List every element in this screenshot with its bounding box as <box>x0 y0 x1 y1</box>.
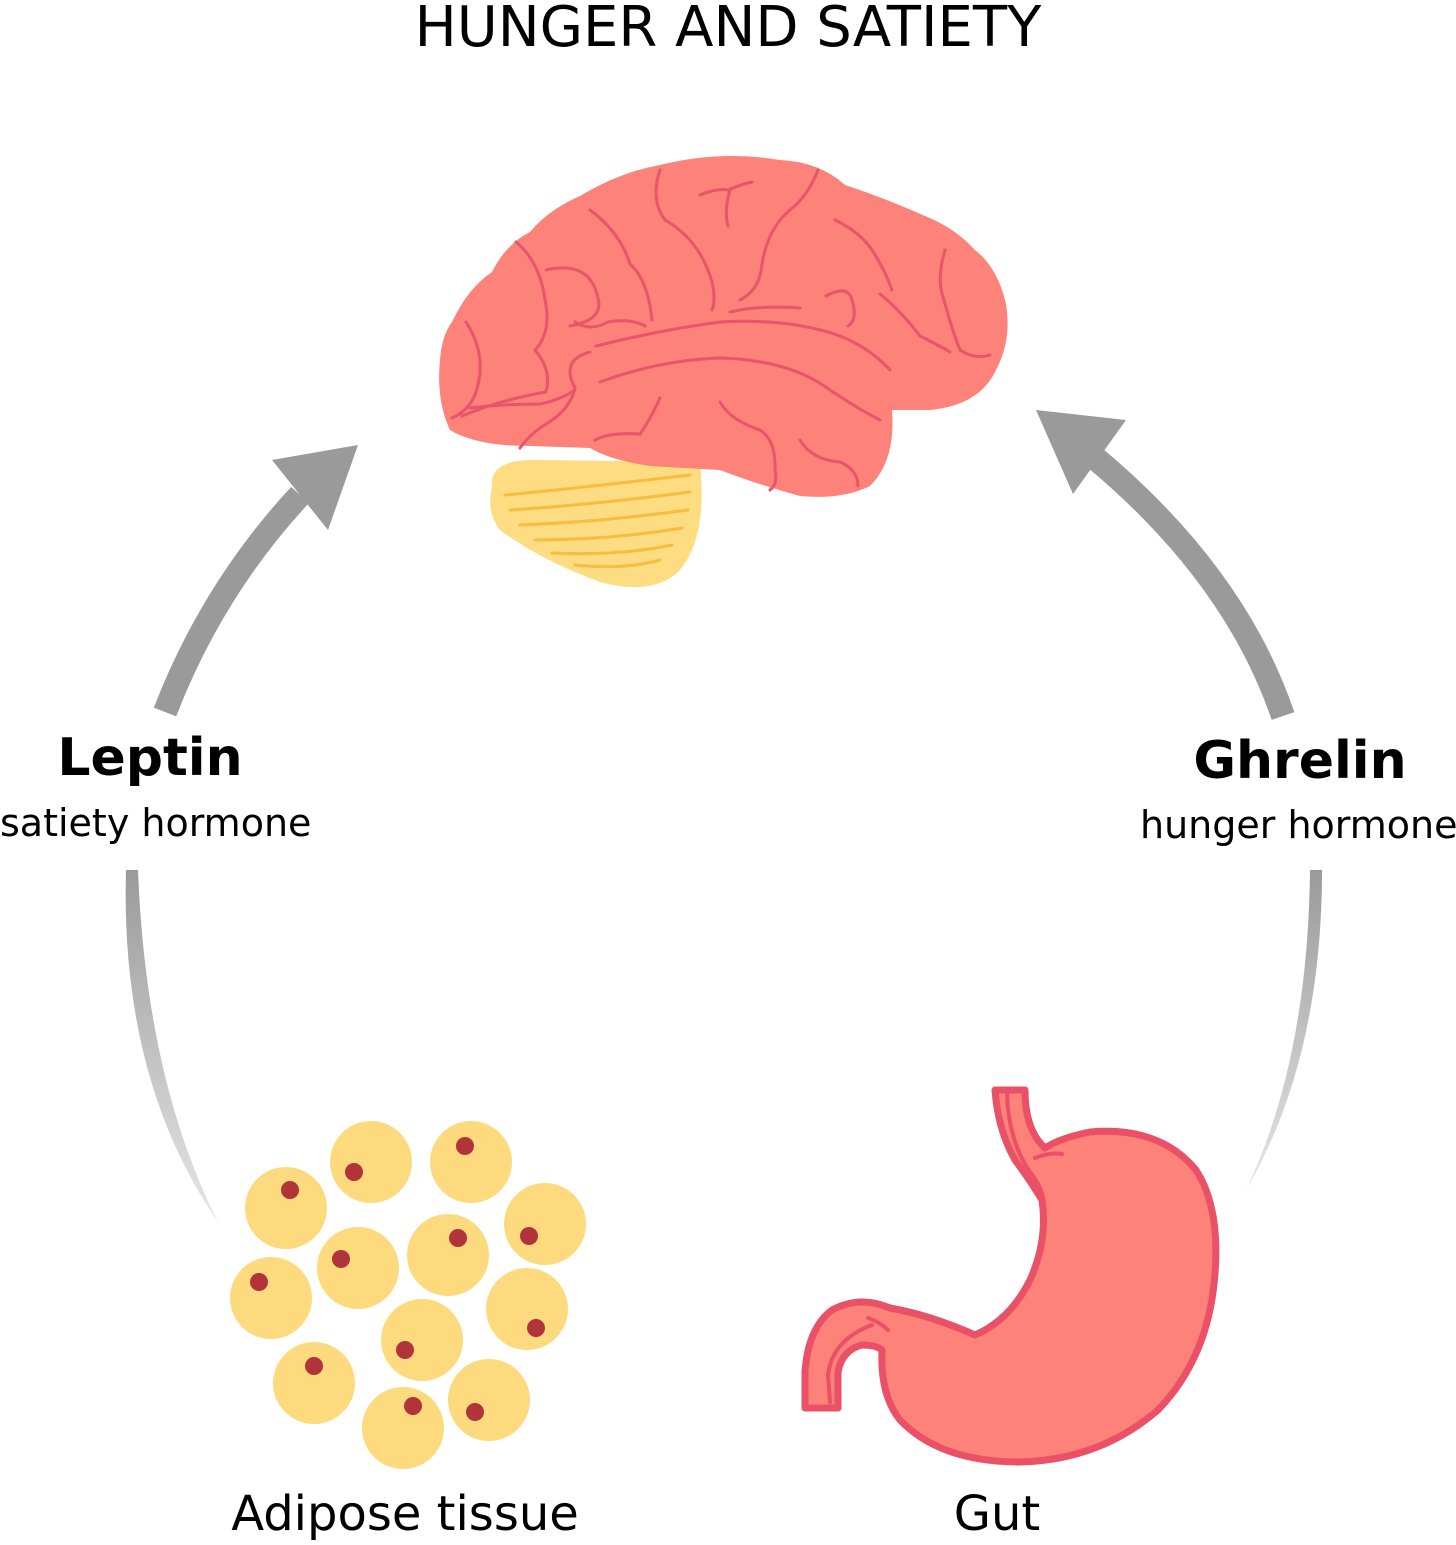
stomach-inner-line <box>825 1323 874 1404</box>
leptin-label: Leptin <box>57 728 243 788</box>
cerebellum-folds <box>503 473 692 569</box>
cerebrum <box>439 156 1008 497</box>
leptin-description: satiety hormone <box>0 801 312 845</box>
fat-cell <box>330 1121 412 1203</box>
brain-icon <box>439 156 1008 588</box>
fat-cell-nucleus <box>456 1137 474 1155</box>
leptin-arrow <box>125 445 358 1222</box>
fat-cell <box>430 1121 512 1203</box>
fat-cell <box>448 1359 530 1441</box>
adipose-tissue-label: Adipose tissue <box>231 1486 579 1542</box>
fat-cell <box>381 1299 463 1381</box>
leptin-arrow-tail <box>125 870 218 1222</box>
gut-label: Gut <box>953 1486 1041 1542</box>
fat-cell-nucleus <box>404 1397 422 1415</box>
stomach-inner-line <box>1005 1090 1047 1212</box>
ghrelin-arrow-shaft <box>1087 448 1295 720</box>
fat-cell <box>230 1257 312 1339</box>
fat-cell-nucleus <box>396 1341 414 1359</box>
ghrelin-description: hunger hormone <box>1140 803 1456 847</box>
page-title: HUNGER AND SATIETY <box>414 0 1042 60</box>
fat-cell <box>245 1167 327 1249</box>
fat-cell <box>317 1227 399 1309</box>
fat-cell-nucleus <box>520 1227 538 1245</box>
stomach-inner-line <box>1033 1151 1064 1160</box>
fat-cell-nucleus <box>250 1273 268 1291</box>
fat-cell <box>362 1387 444 1469</box>
stomach-icon <box>801 1086 1220 1466</box>
fat-cell-nucleus <box>466 1403 484 1421</box>
fat-cell <box>486 1268 568 1350</box>
fat-cells-icon <box>230 1121 586 1469</box>
fat-cell <box>407 1214 489 1296</box>
fat-cell-nucleus <box>305 1357 323 1375</box>
fat-cell-nucleus <box>345 1163 363 1181</box>
fat-cell-nucleus <box>527 1319 545 1337</box>
stomach-body <box>801 1086 1220 1466</box>
fat-cell-nucleus <box>449 1229 467 1247</box>
ghrelin-arrow <box>1036 410 1322 1190</box>
fat-cell <box>273 1342 355 1424</box>
ghrelin-arrow-tail <box>1246 870 1322 1190</box>
stomach-inner-line <box>866 1316 890 1332</box>
fat-cell-nucleus <box>281 1181 299 1199</box>
leptin-arrow-shaft <box>153 486 309 717</box>
fat-cell <box>504 1183 586 1265</box>
fat-cell-nucleus <box>332 1250 350 1268</box>
ghrelin-label: Ghrelin <box>1193 731 1407 791</box>
leptin-arrow-head <box>272 445 358 530</box>
brain-folds <box>450 168 992 492</box>
ghrelin-arrow-head <box>1036 410 1126 494</box>
